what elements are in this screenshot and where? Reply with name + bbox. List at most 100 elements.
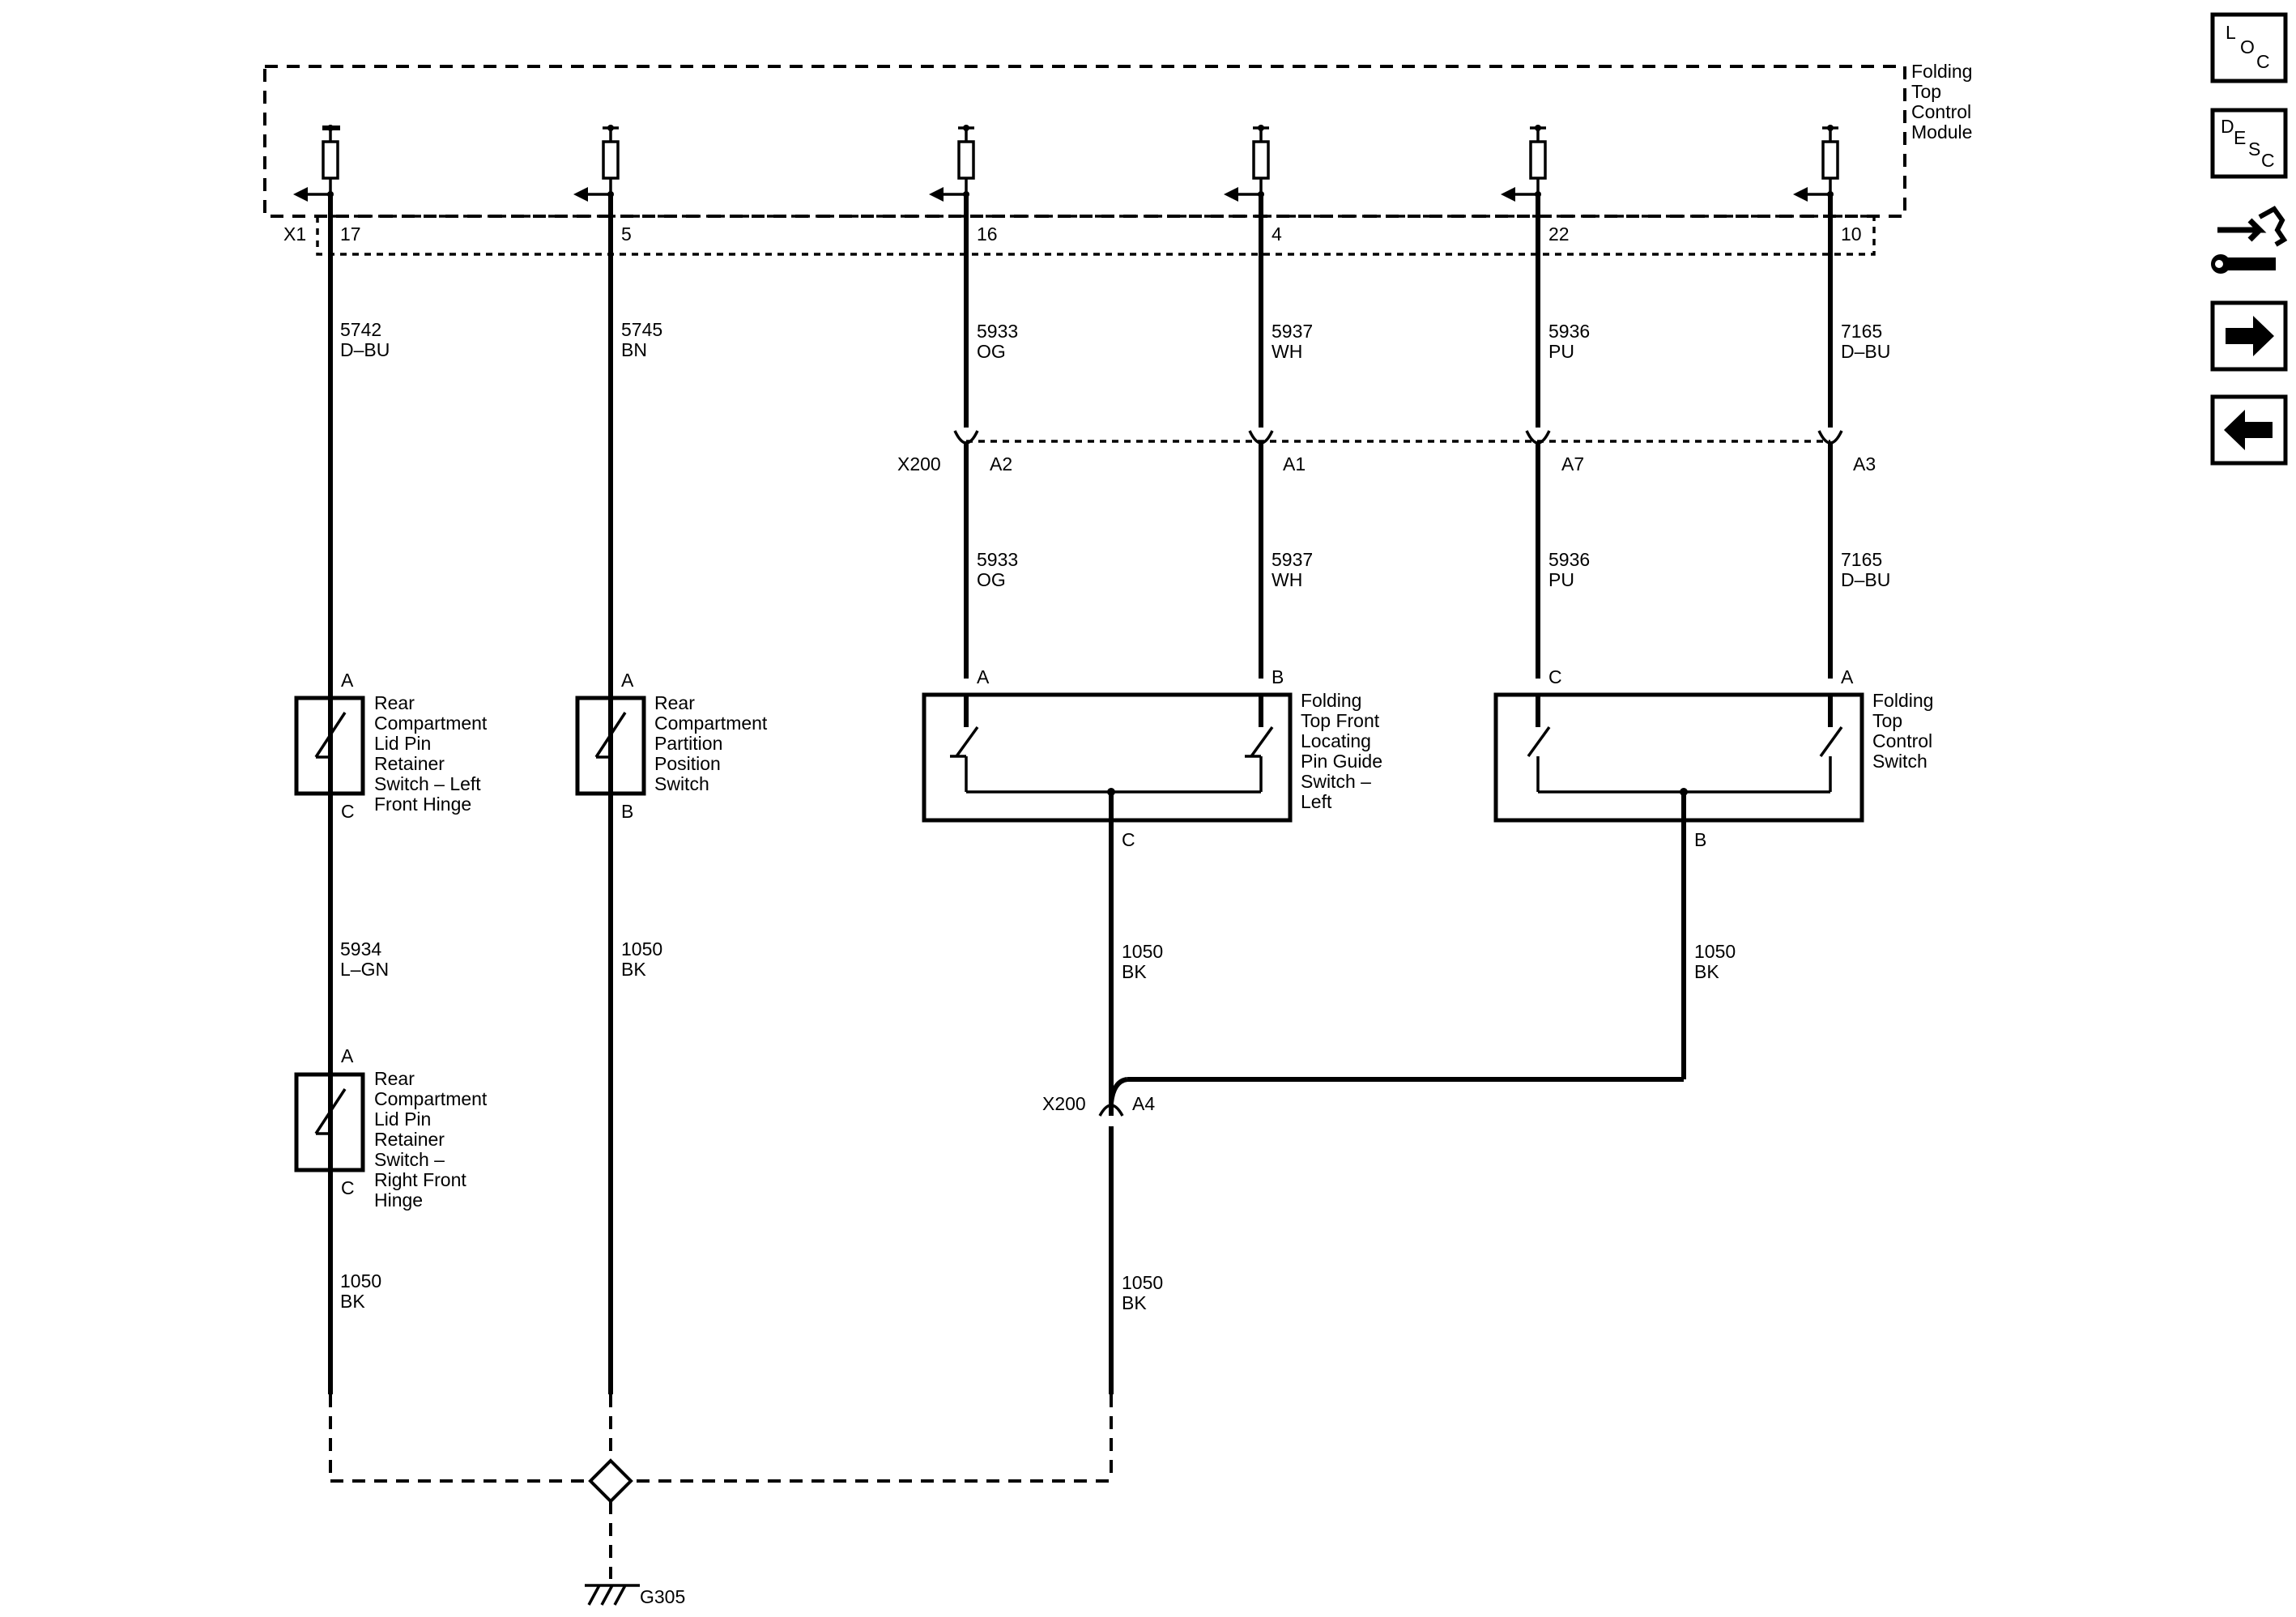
left-hinge-label-1: Rear — [374, 692, 415, 713]
wire-5742-color: D–BU — [340, 339, 390, 360]
module-pin-22-label: 22 — [1548, 223, 1570, 245]
right-hinge-pin-c: C — [341, 1177, 355, 1198]
control-switch-pin-c: C — [1548, 666, 1562, 687]
wire-1050-x200-color: BK — [1122, 1292, 1147, 1313]
switch-contact-icon — [1527, 726, 1551, 758]
circuit-column-4: 4 5937 WH — [1224, 125, 1313, 428]
nav-toolbar: L O C D E S C — [2210, 12, 2288, 466]
locating-pin-c: C — [1122, 829, 1135, 850]
wire-5742-circuit: 5742 — [340, 319, 381, 340]
right-hinge-switch: A C Rear Compartment Lid Pin Retainer Sw… — [294, 1045, 488, 1211]
wire-1050-col2-circuit: 1050 — [621, 938, 662, 960]
wire-5937-color: WH — [1272, 341, 1302, 362]
desc-letter-s: S — [2248, 138, 2260, 160]
right-hinge-label-7: Hinge — [374, 1189, 423, 1211]
connector-tool-icon[interactable] — [2211, 206, 2288, 274]
wire-5937-circuit: 5937 — [1272, 321, 1313, 342]
switch-contact-icon — [594, 712, 627, 758]
left-hinge-label-3: Lid Pin — [374, 733, 431, 754]
module-name-line-4: Module — [1911, 121, 1972, 143]
right-hinge-label-4: Retainer — [374, 1129, 445, 1150]
wire-7165-lower-color: D–BU — [1841, 569, 1890, 590]
output-arrow-icon — [573, 187, 588, 202]
module-outline — [263, 65, 1906, 218]
control-switch-label-4: Switch — [1872, 751, 1928, 772]
module-pin-5-label: 5 — [621, 223, 632, 245]
wire-1050-col1-circuit: 1050 — [340, 1270, 381, 1291]
ground-splice: G305 — [329, 1394, 1113, 1607]
partition-label-3: Partition — [654, 733, 722, 754]
x200-a4-pin-label: A4 — [1132, 1093, 1155, 1114]
partition-label-5: Switch — [654, 773, 709, 794]
circuit-column-6: 10 7165 D–BU — [1793, 125, 1890, 428]
locating-pin-a: A — [977, 666, 990, 687]
locating-label-2: Top Front — [1301, 710, 1380, 731]
circuit-column-3: 16 5933 OG — [929, 125, 1018, 428]
module-pin-10-label: 10 — [1841, 223, 1862, 245]
x200-pin-a1-label: A1 — [1283, 453, 1306, 474]
x200-connector: X200 A2 5933 OG A1 5937 WH A7 5936 PU A3… — [897, 430, 1890, 679]
loc-icon[interactable]: L O C — [2210, 12, 2288, 83]
locating-label-6: Left — [1301, 791, 1332, 812]
left-hinge-label-6: Front Hinge — [374, 794, 471, 815]
control-switch-label-1: Folding — [1872, 690, 1933, 711]
partition-pin-b: B — [621, 801, 633, 822]
module-pin-17-label: 17 — [340, 223, 361, 245]
left-hinge-label-5: Switch – Left — [374, 773, 481, 794]
fuse-symbol — [957, 140, 975, 180]
loc-letter-c: C — [2256, 51, 2270, 72]
loc-letter-o: O — [2240, 36, 2255, 57]
right-hinge-pin-a: A — [341, 1045, 354, 1066]
right-hinge-label-3: Lid Pin — [374, 1108, 431, 1130]
wire-5933-circuit: 5933 — [977, 321, 1018, 342]
ground-point-label: G305 — [640, 1586, 685, 1607]
splice-diamond-icon — [588, 1458, 633, 1504]
output-arrow-icon — [1793, 187, 1808, 202]
x200-a4-connector-label: X200 — [1042, 1093, 1086, 1114]
x200-pin-a2-label: A2 — [990, 453, 1012, 474]
module-pin-16-label: 16 — [977, 223, 998, 245]
desc-letter-d: D — [2221, 116, 2234, 137]
output-arrow-icon — [929, 187, 944, 202]
folding-top-control-switch: C A B Folding Top Control Switch — [1493, 666, 1933, 850]
wire-5933-lower-color: OG — [977, 569, 1006, 590]
left-hinge-label-2: Compartment — [374, 713, 488, 734]
x1-connector-label: X1 — [283, 223, 306, 245]
right-hinge-label-5: Switch – — [374, 1149, 445, 1170]
partition-label-2: Compartment — [654, 713, 768, 734]
fuse-symbol — [1529, 140, 1547, 180]
ground-symbol-icon — [585, 1584, 640, 1606]
wire-1050-control-color: BK — [1694, 961, 1719, 982]
control-switch-label-3: Control — [1872, 730, 1932, 751]
switch-contact-icon — [1250, 726, 1274, 758]
wire-5745-circuit: 5745 — [621, 319, 662, 340]
switch-body — [922, 692, 1293, 823]
module-pin-4-label: 4 — [1272, 223, 1282, 245]
module-name-line-1: Folding — [1911, 61, 1972, 82]
switch-contact-icon — [1819, 726, 1843, 758]
switch-body — [1493, 692, 1864, 823]
locating-label-4: Pin Guide — [1301, 751, 1382, 772]
wire-5936-color: PU — [1548, 341, 1574, 362]
desc-icon[interactable]: D E S C — [2210, 108, 2288, 179]
x200-pin-a3-label: A3 — [1853, 453, 1876, 474]
switch-contact-icon — [314, 1088, 347, 1134]
wire-5934-circuit: 5934 — [340, 938, 381, 960]
switch-contact-icon — [314, 712, 347, 758]
control-switch-label-2: Top — [1872, 710, 1902, 731]
control-switch-pin-a: A — [1841, 666, 1854, 687]
left-hinge-pin-c: C — [341, 801, 355, 822]
output-arrow-icon — [1501, 187, 1515, 202]
switch-contact-icon — [955, 726, 979, 758]
module-name-line-2: Top — [1911, 81, 1941, 102]
wire-5936-circuit: 5936 — [1548, 321, 1590, 342]
desc-letter-c: C — [2261, 150, 2275, 171]
next-arrow-icon[interactable] — [2210, 300, 2288, 372]
x1-connector-outline — [316, 215, 1876, 256]
x200-pin-a7-label: A7 — [1561, 453, 1584, 474]
previous-arrow-icon[interactable] — [2210, 394, 2288, 466]
locating-pin-b: B — [1272, 666, 1284, 687]
terminal-icon — [1098, 1104, 1124, 1117]
wire-1050-x200-circuit: 1050 — [1122, 1272, 1163, 1293]
